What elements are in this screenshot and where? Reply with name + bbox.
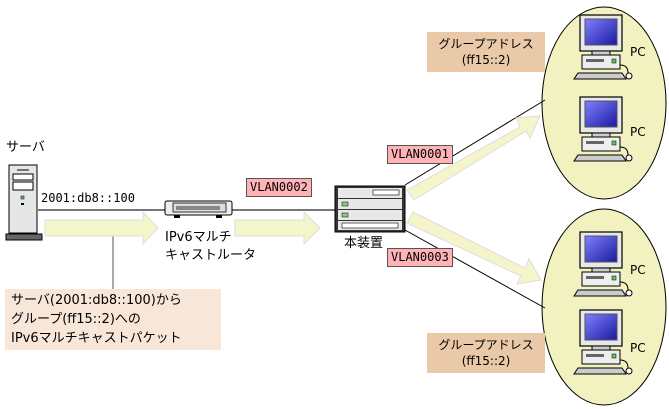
server-address: 2001:db8::100 [41,191,135,205]
group-address-bottom-line1: グループアドレス [438,338,534,352]
pc-label-2: PC [630,125,646,139]
router-icon [164,200,233,218]
group-address-bottom: グループアドレス (ff15::2) [427,333,545,373]
flow-arrow-3 [406,115,541,201]
vlan1-link [404,99,546,186]
flow-arrow-2 [234,210,321,246]
vlan-badge-0003: VLAN0003 [387,248,453,267]
vlan-badge-0001: VLAN0001 [387,145,453,164]
vlan-badge-0002: VLAN0002 [246,178,312,197]
switch-device-icon [334,185,406,233]
server-icon [5,164,43,241]
note-line3: IPv6マルチキャストパケット [11,331,182,346]
pc-group-bottom-ellipse [541,208,667,406]
vlan3-link [404,229,546,309]
router-label-line2: キャストルータ [165,248,257,263]
pc-label-4: PC [630,341,646,355]
group-address-top-line1: グループアドレス [438,37,534,51]
group-address-bottom-line2: (ff15::2) [461,354,511,368]
flow-arrow-1 [44,210,159,246]
note-line2: グループ(ff15::2)への [11,312,141,327]
device-label: 本装置 [344,236,384,251]
note-line1: サーバ(2001:db8::100)から [11,293,182,308]
pc-label-1: PC [630,45,646,59]
group-address-top-line2: (ff15::2) [461,53,511,67]
router-label-line1: IPv6マルチ [165,230,232,245]
group-address-top: グループアドレス (ff15::2) [427,32,545,72]
pc-label-3: PC [630,263,646,277]
flow-arrow-4 [406,211,542,285]
server-label: サーバ [6,140,45,155]
multicast-packet-note: サーバ(2001:db8::100)から グループ(ff15::2)への IPv… [5,289,221,350]
